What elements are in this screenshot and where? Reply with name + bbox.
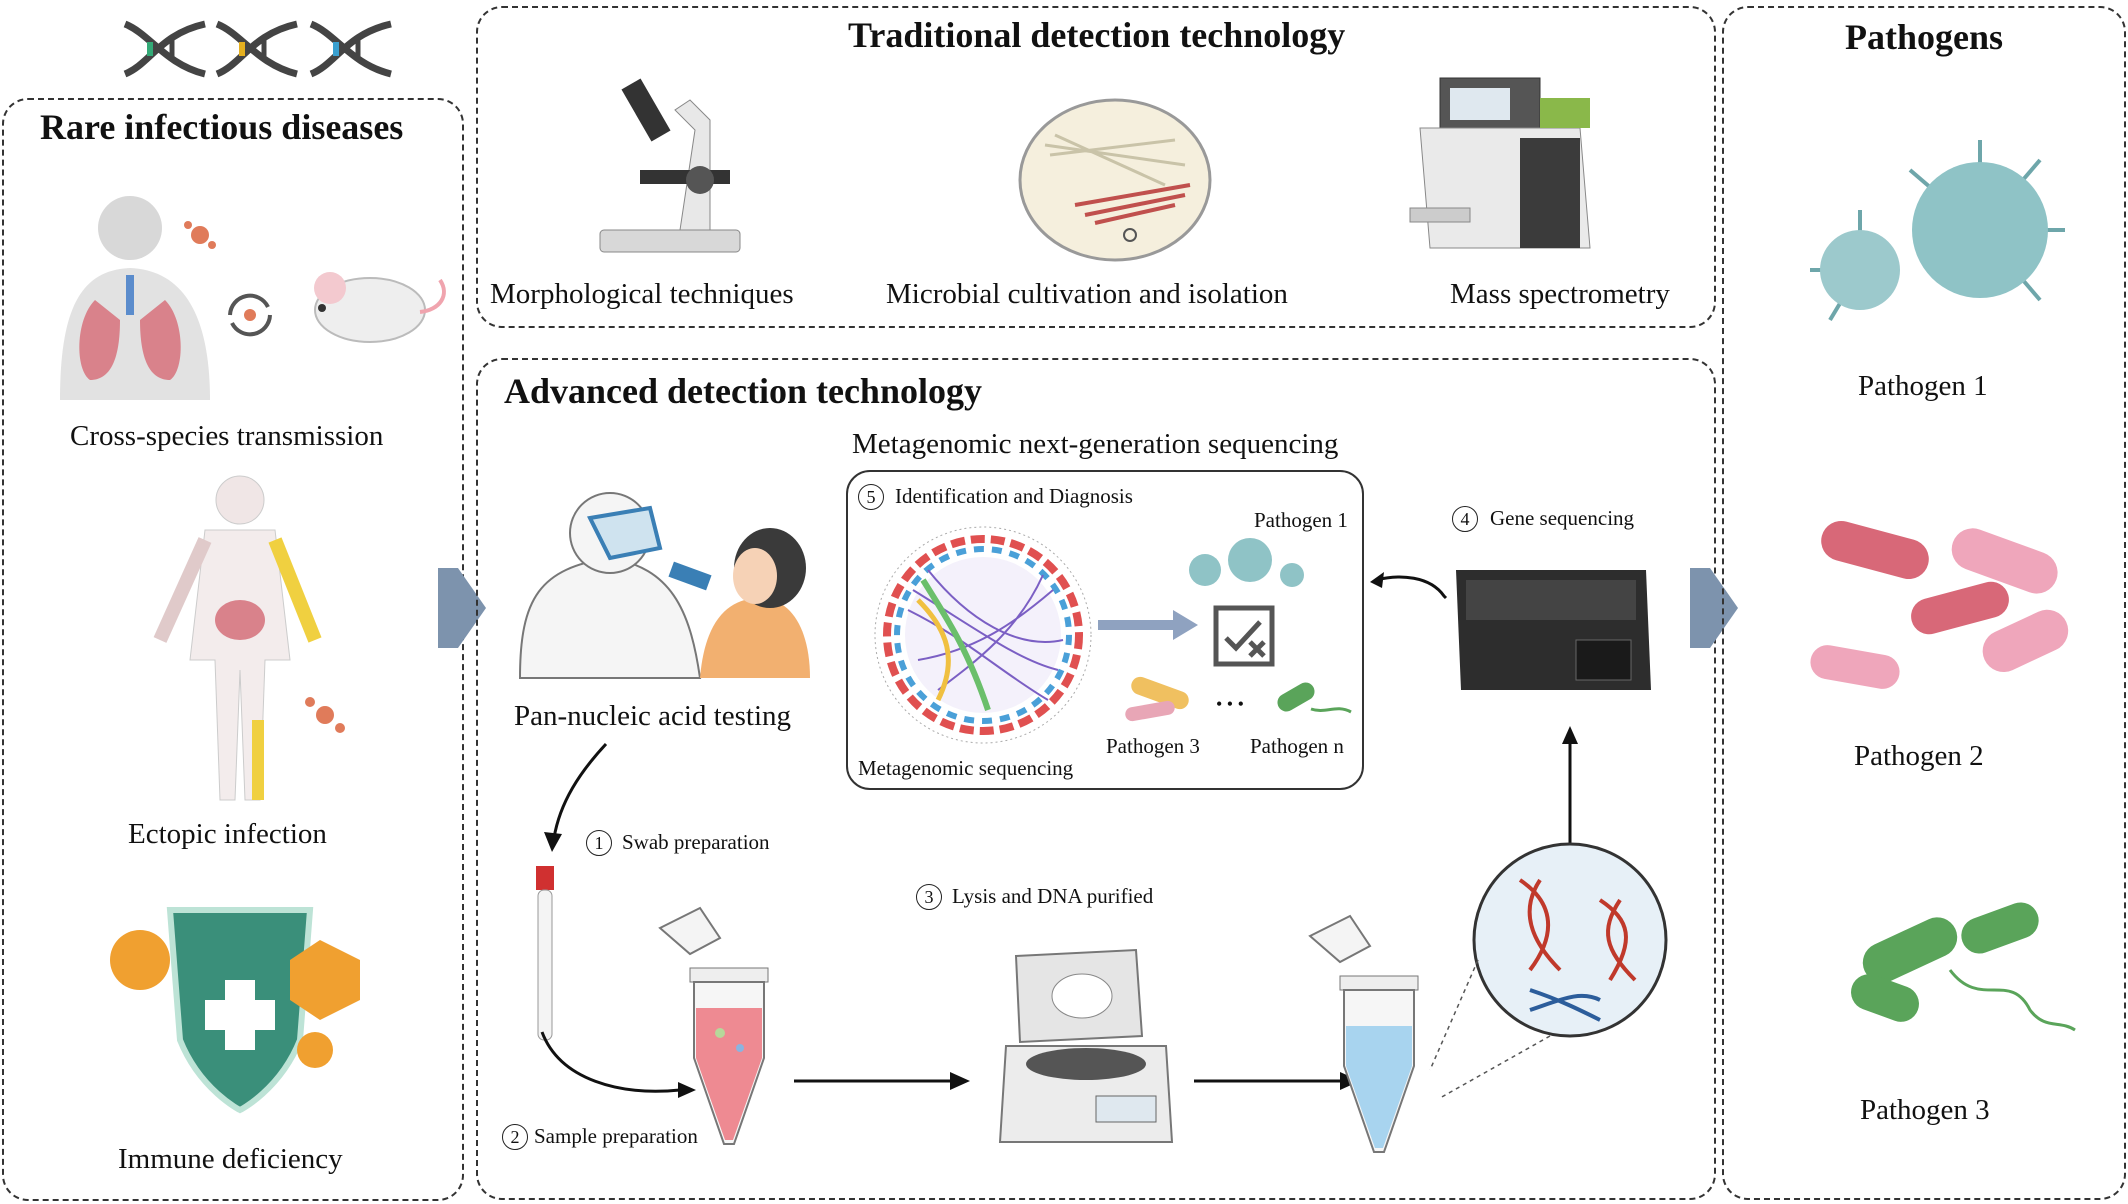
mass-spectrometry-label: Mass spectrometry	[1450, 278, 1670, 310]
step-5-label: Identification and Diagnosis	[895, 484, 1133, 508]
arrow-up	[1562, 726, 1578, 844]
analysis-arrow	[1098, 610, 1198, 640]
cycle-arrows-icon	[228, 293, 272, 337]
cross-species-label: Cross-species transmission	[70, 420, 384, 452]
arrow-to-tube	[540, 1031, 696, 1098]
human-lungs-icon	[60, 196, 210, 400]
step-4-number: 4	[1452, 506, 1478, 532]
bacteria-icon	[1125, 676, 1189, 722]
dna-icon	[123, 20, 206, 78]
bacteria-icon	[1277, 682, 1352, 714]
pathogens-panel	[1722, 6, 2126, 1200]
swab-test-icon	[518, 492, 810, 679]
microbial-cultivation-label: Microbial cultivation and isolation	[886, 278, 1288, 310]
dna-icon	[309, 20, 392, 78]
microscope-icon	[599, 78, 741, 253]
flow-arrow-right	[438, 568, 486, 648]
rare-diseases-panel	[2, 98, 464, 1201]
tube-icon	[658, 906, 769, 1145]
advanced-panel	[476, 358, 1716, 1200]
traditional-panel	[476, 6, 1716, 328]
step-4-label: Gene sequencing	[1490, 506, 1635, 530]
rare-diseases-title: Rare infectious diseases	[40, 107, 404, 147]
pathogen-2-label: Pathogen 2	[1854, 740, 1984, 772]
morphological-label: Morphological techniques	[490, 278, 794, 310]
mngs-pathogen-n-label: Pathogen n	[1250, 734, 1344, 758]
traditional-title: Traditional detection technology	[848, 15, 1346, 55]
dna-magnifier-icon	[1429, 842, 1668, 1099]
circos-plot-icon	[874, 526, 1092, 744]
step-1-number: 1	[586, 830, 612, 856]
mass-spectrometer-icon	[1409, 77, 1591, 249]
petri-dish-icon	[1018, 98, 1212, 262]
step-1-label: Swab preparation	[622, 830, 770, 854]
bacteria-icon	[1851, 902, 2076, 1032]
step-3-label: Lysis and DNA purified	[952, 884, 1154, 908]
diagnosis-icon	[1213, 605, 1275, 667]
pathogens-title: Pathogens	[1845, 17, 2004, 57]
step-3-number: 3	[916, 884, 942, 910]
step-5-number: 5	[858, 484, 884, 510]
arrow-to-swab	[544, 742, 608, 852]
immune-deficiency-label: Immune deficiency	[118, 1143, 343, 1175]
mngs-pathogen-1-label: Pathogen 1	[1254, 508, 1348, 532]
virus-icon	[1189, 538, 1304, 587]
flow-arrow-right	[1690, 568, 1738, 648]
mouse-icon	[314, 272, 446, 343]
step-2-label: Sample preparation	[534, 1124, 698, 1148]
mngs-pathogen-3-label: Pathogen 3	[1106, 734, 1200, 758]
virus-icon	[305, 697, 345, 733]
mngs-title: Metagenomic next-generation sequencing	[852, 428, 1339, 460]
tube-icon	[1308, 914, 1419, 1153]
pan-nucleic-label: Pan-nucleic acid testing	[514, 700, 792, 732]
pathogen-3-label: Pathogen 3	[1860, 1094, 1990, 1126]
sequencer-icon	[1456, 570, 1651, 690]
arrow-to-mngs	[1370, 572, 1448, 600]
advanced-title: Advanced detection technology	[504, 371, 982, 411]
mngs-ellipsis: • • •	[1216, 694, 1244, 714]
metagenomic-sequencing-label: Metagenomic sequencing	[858, 756, 1074, 780]
mngs-box	[846, 470, 1364, 790]
bacteria-icon	[1810, 520, 2069, 689]
arrow-to-centrifuge	[794, 1072, 970, 1090]
ectopic-infection-label: Ectopic infection	[128, 818, 327, 850]
human-body-icon	[153, 475, 322, 801]
pathogen-1-label: Pathogen 1	[1858, 370, 1988, 402]
shield-icon	[110, 907, 360, 1114]
swab-icon	[536, 866, 554, 1041]
virus-icon	[1810, 140, 2065, 322]
centrifuge-icon	[998, 948, 1174, 1143]
step-2-number: 2	[502, 1124, 528, 1150]
virus-icon	[184, 221, 216, 249]
dna-icon	[215, 20, 298, 78]
